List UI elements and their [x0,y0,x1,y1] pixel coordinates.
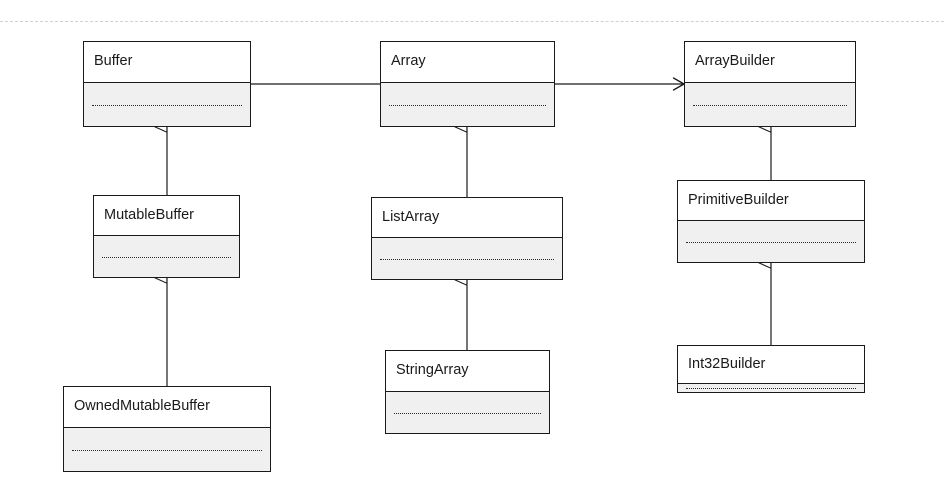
class-name-compartment-int32-builder: Int32Builder [678,346,864,384]
class-name-list-array: ListArray [382,208,440,225]
class-box-mutable-buffer[interactable]: MutableBuffer [93,195,240,278]
class-attribute-compartment-array [381,83,554,126]
class-name-compartment-mutable-buffer: MutableBuffer [94,196,239,236]
class-name-compartment-owned-mutable-buffer: OwnedMutableBuffer [64,387,270,428]
class-box-int32-builder[interactable]: Int32Builder [677,345,865,393]
class-box-primitive-builder[interactable]: PrimitiveBuilder [677,180,865,263]
class-box-array[interactable]: Array [380,41,555,127]
page-margin-guide [0,21,944,22]
class-name-compartment-array: Array [381,42,554,83]
class-name-array-builder: ArrayBuilder [695,53,775,70]
attribute-separator-line [389,104,546,106]
class-attribute-compartment-array-builder [685,83,855,126]
class-attribute-compartment-list-array [372,238,562,279]
class-attribute-compartment-buffer [84,83,250,126]
class-attribute-compartment-mutable-buffer [94,236,239,277]
class-attribute-compartment-primitive-builder [678,221,864,262]
class-box-array-builder[interactable]: ArrayBuilder [684,41,856,127]
class-name-array: Array [391,53,426,70]
class-box-buffer[interactable]: Buffer [83,41,251,127]
class-name-compartment-list-array: ListArray [372,198,562,238]
class-name-compartment-string-array: StringArray [386,351,549,392]
attribute-separator-line [693,104,847,106]
class-box-string-array[interactable]: StringArray [385,350,550,434]
attribute-separator-line [394,412,541,414]
class-attribute-compartment-int32-builder [678,384,864,392]
attribute-separator-line [72,449,262,451]
class-name-string-array: StringArray [396,362,469,379]
class-name-mutable-buffer: MutableBuffer [104,206,195,223]
class-name-int32-builder: Int32Builder [688,355,766,372]
class-attribute-compartment-string-array [386,392,549,433]
class-attribute-compartment-owned-mutable-buffer [64,428,270,471]
class-name-primitive-builder: PrimitiveBuilder [688,191,789,208]
class-name-compartment-primitive-builder: PrimitiveBuilder [678,181,864,221]
attribute-separator-line [686,241,856,243]
class-name-buffer: Buffer [94,53,133,70]
attribute-separator-line [686,388,856,389]
attribute-separator-line [102,256,231,258]
class-name-owned-mutable-buffer: OwnedMutableBuffer [74,398,210,415]
class-box-list-array[interactable]: ListArray [371,197,563,280]
class-box-owned-mutable-buffer[interactable]: OwnedMutableBuffer [63,386,271,472]
attribute-separator-line [380,258,554,260]
attribute-separator-line [92,104,242,106]
class-name-compartment-array-builder: ArrayBuilder [685,42,855,83]
class-name-compartment-buffer: Buffer [84,42,250,83]
